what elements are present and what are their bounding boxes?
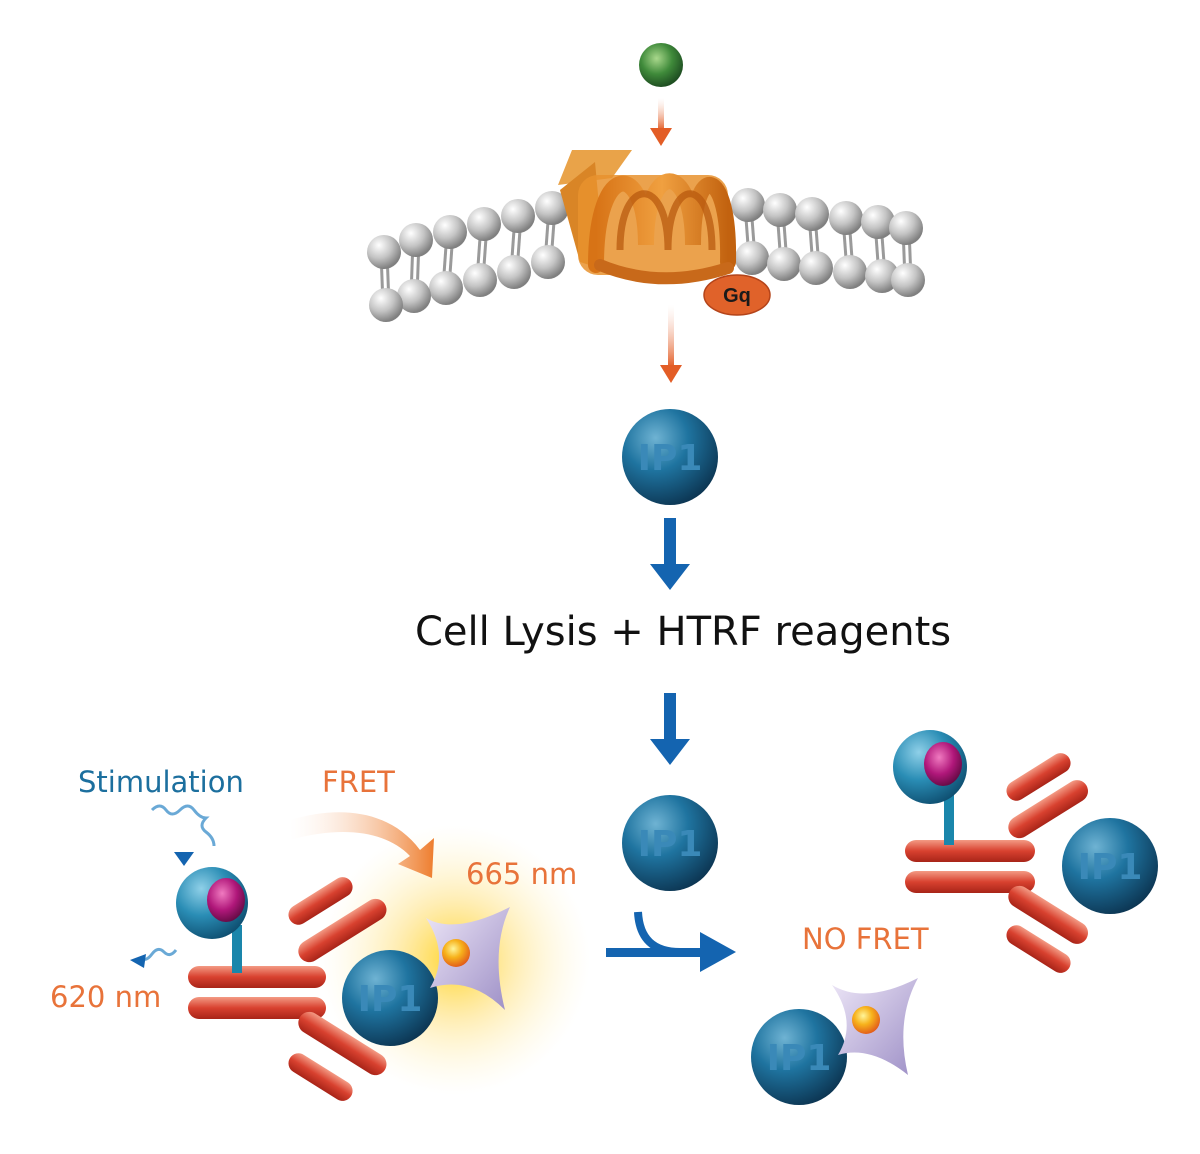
lipid-head bbox=[861, 205, 895, 239]
lipid-head bbox=[833, 255, 867, 289]
lipid-head bbox=[767, 247, 801, 281]
ip1-label: IP1 bbox=[638, 824, 703, 865]
ip1-messenger: IP1 bbox=[622, 409, 718, 505]
lipid-head bbox=[731, 188, 765, 222]
acceptor-emission-label: 665 nm bbox=[466, 857, 578, 891]
lipid-bilayer-icon bbox=[367, 188, 925, 322]
signal-arrow bbox=[660, 305, 682, 383]
europium-donor-icon bbox=[893, 730, 967, 845]
lipid-head bbox=[433, 215, 467, 249]
lipid-head bbox=[891, 263, 925, 297]
lipid-head bbox=[763, 193, 797, 227]
lipid-head bbox=[735, 241, 769, 275]
ip1-label: IP1 bbox=[1078, 847, 1143, 888]
ip1-label: IP1 bbox=[638, 438, 703, 479]
step-arrow-top bbox=[650, 518, 690, 590]
light-wave-icon bbox=[150, 804, 216, 847]
ligand-binding-arrow bbox=[650, 98, 672, 146]
lipid-head bbox=[799, 251, 833, 285]
lipid-head bbox=[865, 259, 899, 293]
acceptor-fluorophore-icon bbox=[426, 907, 510, 1010]
ip1-sphere-icon bbox=[1062, 818, 1158, 914]
gq-label: Gq bbox=[723, 285, 751, 307]
fret-complex: IP1 bbox=[130, 804, 590, 1101]
ip1-free: IP1 bbox=[622, 795, 718, 891]
stimulation-label: Stimulation bbox=[78, 765, 244, 799]
lipid-head bbox=[501, 199, 535, 233]
lipid-head bbox=[463, 263, 497, 297]
lipid-head bbox=[399, 223, 433, 257]
lipid-head bbox=[429, 271, 463, 305]
step-label: Cell Lysis + HTRF reagents bbox=[415, 609, 952, 655]
competition-arrow bbox=[606, 911, 736, 972]
ip1-sphere-icon bbox=[751, 1009, 847, 1105]
lipid-head bbox=[367, 235, 401, 269]
donor-emission-label: 620 nm bbox=[50, 980, 162, 1014]
fret-label: FRET bbox=[322, 765, 395, 799]
ip1-sphere-icon bbox=[622, 409, 718, 505]
ip1-label: IP1 bbox=[767, 1038, 832, 1079]
antibody-icon bbox=[905, 753, 1088, 973]
lipid-head bbox=[369, 288, 403, 322]
lipid-head bbox=[397, 279, 431, 313]
lipid-head bbox=[795, 197, 829, 231]
fret-arrow-icon bbox=[290, 812, 434, 878]
ip1-label: IP1 bbox=[358, 979, 423, 1020]
lipid-head bbox=[467, 207, 501, 241]
ip1-sphere-icon bbox=[342, 950, 438, 1046]
step-arrow-bottom bbox=[650, 693, 690, 765]
antibody-icon bbox=[188, 877, 387, 1101]
ip1-sphere-icon bbox=[622, 795, 718, 891]
gpcr-helix-icon bbox=[558, 150, 737, 285]
acceptor-fluorophore-icon bbox=[832, 978, 918, 1075]
lipid-head bbox=[889, 211, 923, 245]
europium-donor-icon bbox=[176, 867, 248, 973]
no-fret-label: NO FRET bbox=[802, 922, 929, 956]
light-wave-icon bbox=[140, 947, 178, 961]
ligand-ball-icon bbox=[639, 43, 683, 87]
lipid-head bbox=[497, 255, 531, 289]
no-fret-complex: IP1 IP1 bbox=[751, 730, 1158, 1105]
gq-protein: Gq bbox=[703, 274, 771, 316]
lipid-head bbox=[531, 245, 565, 279]
lipid-head bbox=[829, 201, 863, 235]
lipid-head bbox=[535, 191, 569, 225]
